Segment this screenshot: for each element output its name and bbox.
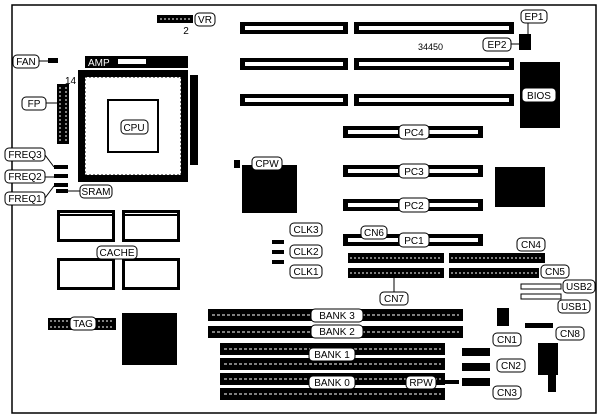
clk2-label: CLK2	[293, 247, 318, 258]
ep2-label: EP2	[488, 40, 507, 51]
pci-slots: PC4 PC3 PC2 PC1	[343, 124, 483, 248]
pin14-label: 14	[65, 76, 77, 87]
cpw-label: CPW	[255, 159, 279, 170]
vr-label: VR	[198, 15, 212, 26]
cache-label: CACHE	[99, 248, 134, 259]
usb2-label: USB2	[566, 282, 593, 293]
rpw-jumper: RPW	[405, 375, 459, 390]
cn3-label: CN3	[497, 388, 517, 399]
bios-chip: BIOS	[520, 62, 560, 128]
pc4-label: PC4	[404, 128, 424, 139]
board-id: 34450	[418, 42, 443, 52]
chipset-center	[242, 165, 297, 213]
freq1-label: FREQ1	[8, 194, 42, 205]
fp-connector: FP	[21, 84, 69, 144]
pc3-label: PC3	[404, 167, 424, 178]
cn6-label: CN6	[364, 228, 384, 239]
clk1-label: CLK1	[293, 267, 318, 278]
bank2-label: BANK 2	[319, 327, 355, 338]
cn5-label: CN5	[545, 267, 565, 278]
cn4-label: CN4	[521, 240, 541, 251]
clk-jumpers: CLK3 CLK2 CLK1	[272, 222, 323, 279]
cn7-label: CN7	[384, 294, 404, 305]
bank3-label: BANK 3	[319, 311, 355, 322]
isa-slots	[240, 22, 514, 106]
cache-chips: CACHE	[57, 210, 180, 290]
fp-label: FP	[28, 99, 41, 110]
chipset-lower-left	[122, 313, 177, 365]
ep-jumpers: EP1 EP2	[482, 9, 548, 52]
vr-pin-number: 2	[183, 26, 189, 37]
freq2-label: FREQ2	[8, 172, 42, 183]
cn-right-connectors: CN1 CN2 CN3 CN8	[462, 308, 585, 400]
simm-banks: BANK 3 BANK 2 BANK 1 BANK 0	[208, 308, 463, 400]
tag-chip: TAG	[48, 316, 116, 331]
bank0-label: BANK 0	[314, 378, 350, 389]
cn8-label: CN8	[560, 329, 580, 340]
cpu-label: CPU	[123, 123, 144, 134]
ep1-label: EP1	[525, 12, 544, 23]
cn2-label: CN2	[501, 361, 521, 372]
bios-label: BIOS	[527, 91, 551, 102]
rpw-label: RPW	[409, 378, 433, 389]
fan-label: FAN	[16, 57, 35, 68]
ide-connectors: CN6 CN4 CN5 CN7	[348, 225, 570, 306]
usb1-label: USB1	[561, 302, 588, 313]
cn1-label: CN1	[497, 335, 517, 346]
freq-jumpers: FREQ3 FREQ2 FREQ1 SRAM	[4, 147, 113, 206]
cpw-jumper: CPW	[234, 156, 283, 171]
pc2-label: PC2	[404, 201, 424, 212]
freq3-label: FREQ3	[8, 150, 42, 161]
amp-label: AMP	[88, 58, 110, 69]
chipset-right	[495, 167, 545, 207]
clk3-label: CLK3	[293, 225, 318, 236]
fan-connector: FAN	[12, 54, 58, 69]
pc1-label: PC1	[404, 236, 424, 247]
cpu-socket: AMP CPU 14	[65, 56, 198, 182]
tag-label: TAG	[73, 319, 93, 330]
vr-jumper: VR 2	[157, 12, 216, 37]
sram-label: SRAM	[82, 187, 111, 198]
usb-connectors: USB2 USB1	[520, 279, 596, 314]
bank1-label: BANK 1	[314, 350, 350, 361]
